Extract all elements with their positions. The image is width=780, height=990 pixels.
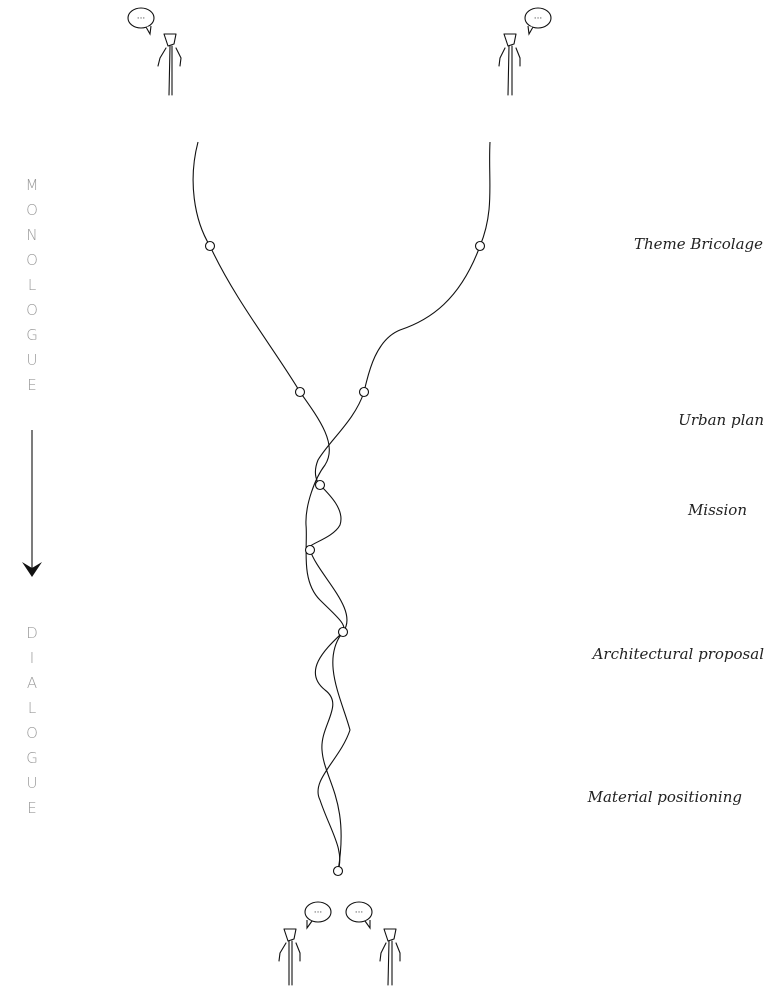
speech-bubble-icon: ··· [525, 8, 551, 34]
axis-letter: L [28, 699, 36, 717]
node-theme-left [206, 242, 215, 251]
speech-bubble-icon: ··· [305, 902, 331, 928]
stage-label-architectural-proposal: Architectural proposal [591, 645, 765, 663]
axis-letter: G [26, 749, 38, 767]
path-a-line [193, 142, 344, 871]
axis-letter: L [28, 276, 36, 294]
person-bottom-left: ··· [279, 902, 331, 985]
axis-letter: O [26, 301, 38, 319]
svg-text:···: ··· [534, 14, 543, 24]
node-final [334, 867, 343, 876]
person-top-right: ··· [499, 8, 551, 95]
svg-text:···: ··· [137, 14, 146, 24]
dialogue-word: D I A L O G U E [26, 624, 38, 817]
stage-label-theme-bricolage: Theme Bricolage [634, 235, 763, 253]
speech-bubble-icon: ··· [346, 902, 372, 928]
svg-text:···: ··· [355, 908, 364, 918]
axis-letter: E [27, 376, 36, 394]
node-urban-right [360, 388, 369, 397]
arrow-down-icon [22, 430, 42, 577]
person-icon [158, 34, 181, 95]
axis-letter: M [26, 176, 39, 194]
stage-label-urban-plan: Urban plan [678, 411, 764, 429]
person-bottom-right: ··· [346, 902, 400, 985]
path-lines [193, 142, 490, 871]
axis-letter: G [26, 326, 38, 344]
path-b-line [309, 142, 490, 871]
axis-letter: U [27, 351, 38, 369]
axis-letter: U [27, 774, 38, 792]
svg-text:···: ··· [314, 908, 323, 918]
axis-letter: N [26, 226, 37, 244]
node-mission [316, 481, 325, 490]
node-theme-right [476, 242, 485, 251]
node-architectural [339, 628, 348, 637]
person-top-left: ··· [128, 8, 181, 95]
stage-label-material-positioning: Material positioning [587, 788, 742, 806]
node-urban-left [296, 388, 305, 397]
stage-label-mission: Mission [687, 501, 747, 519]
person-icon [380, 929, 400, 985]
nodes [206, 242, 485, 876]
axis-letter: O [26, 724, 38, 742]
axis-letter: D [26, 624, 38, 642]
axis-letter: A [27, 674, 37, 692]
monologue-word: M O N O L O G U E [26, 176, 39, 394]
axis-letter: O [26, 201, 38, 219]
person-icon [279, 929, 300, 985]
node-mission-lower [306, 546, 315, 555]
axis-letter: I [30, 649, 34, 667]
speech-bubble-icon: ··· [128, 8, 154, 34]
axis-letter: O [26, 251, 38, 269]
stage-labels: Theme Bricolage Urban plan Mission Archi… [587, 235, 765, 806]
axis-letter: E [27, 799, 36, 817]
person-icon [499, 34, 520, 95]
